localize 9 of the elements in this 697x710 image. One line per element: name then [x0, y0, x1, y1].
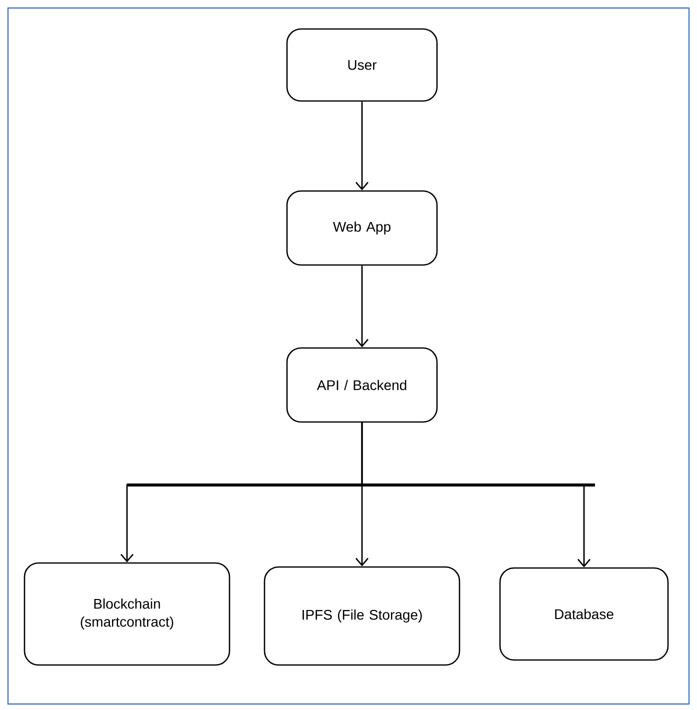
process-box: Web App: [286, 190, 438, 266]
arrow: [355, 266, 369, 348]
arrow: [361, 422, 591, 568]
process-box: IPFS (File Storage): [264, 566, 460, 666]
arrow: [355, 102, 369, 190]
process-box: Blockchain (smartcontract): [24, 562, 230, 666]
process-box: Database: [499, 567, 669, 661]
process-box: API / Backend: [286, 347, 438, 423]
process-box: User: [286, 28, 438, 102]
